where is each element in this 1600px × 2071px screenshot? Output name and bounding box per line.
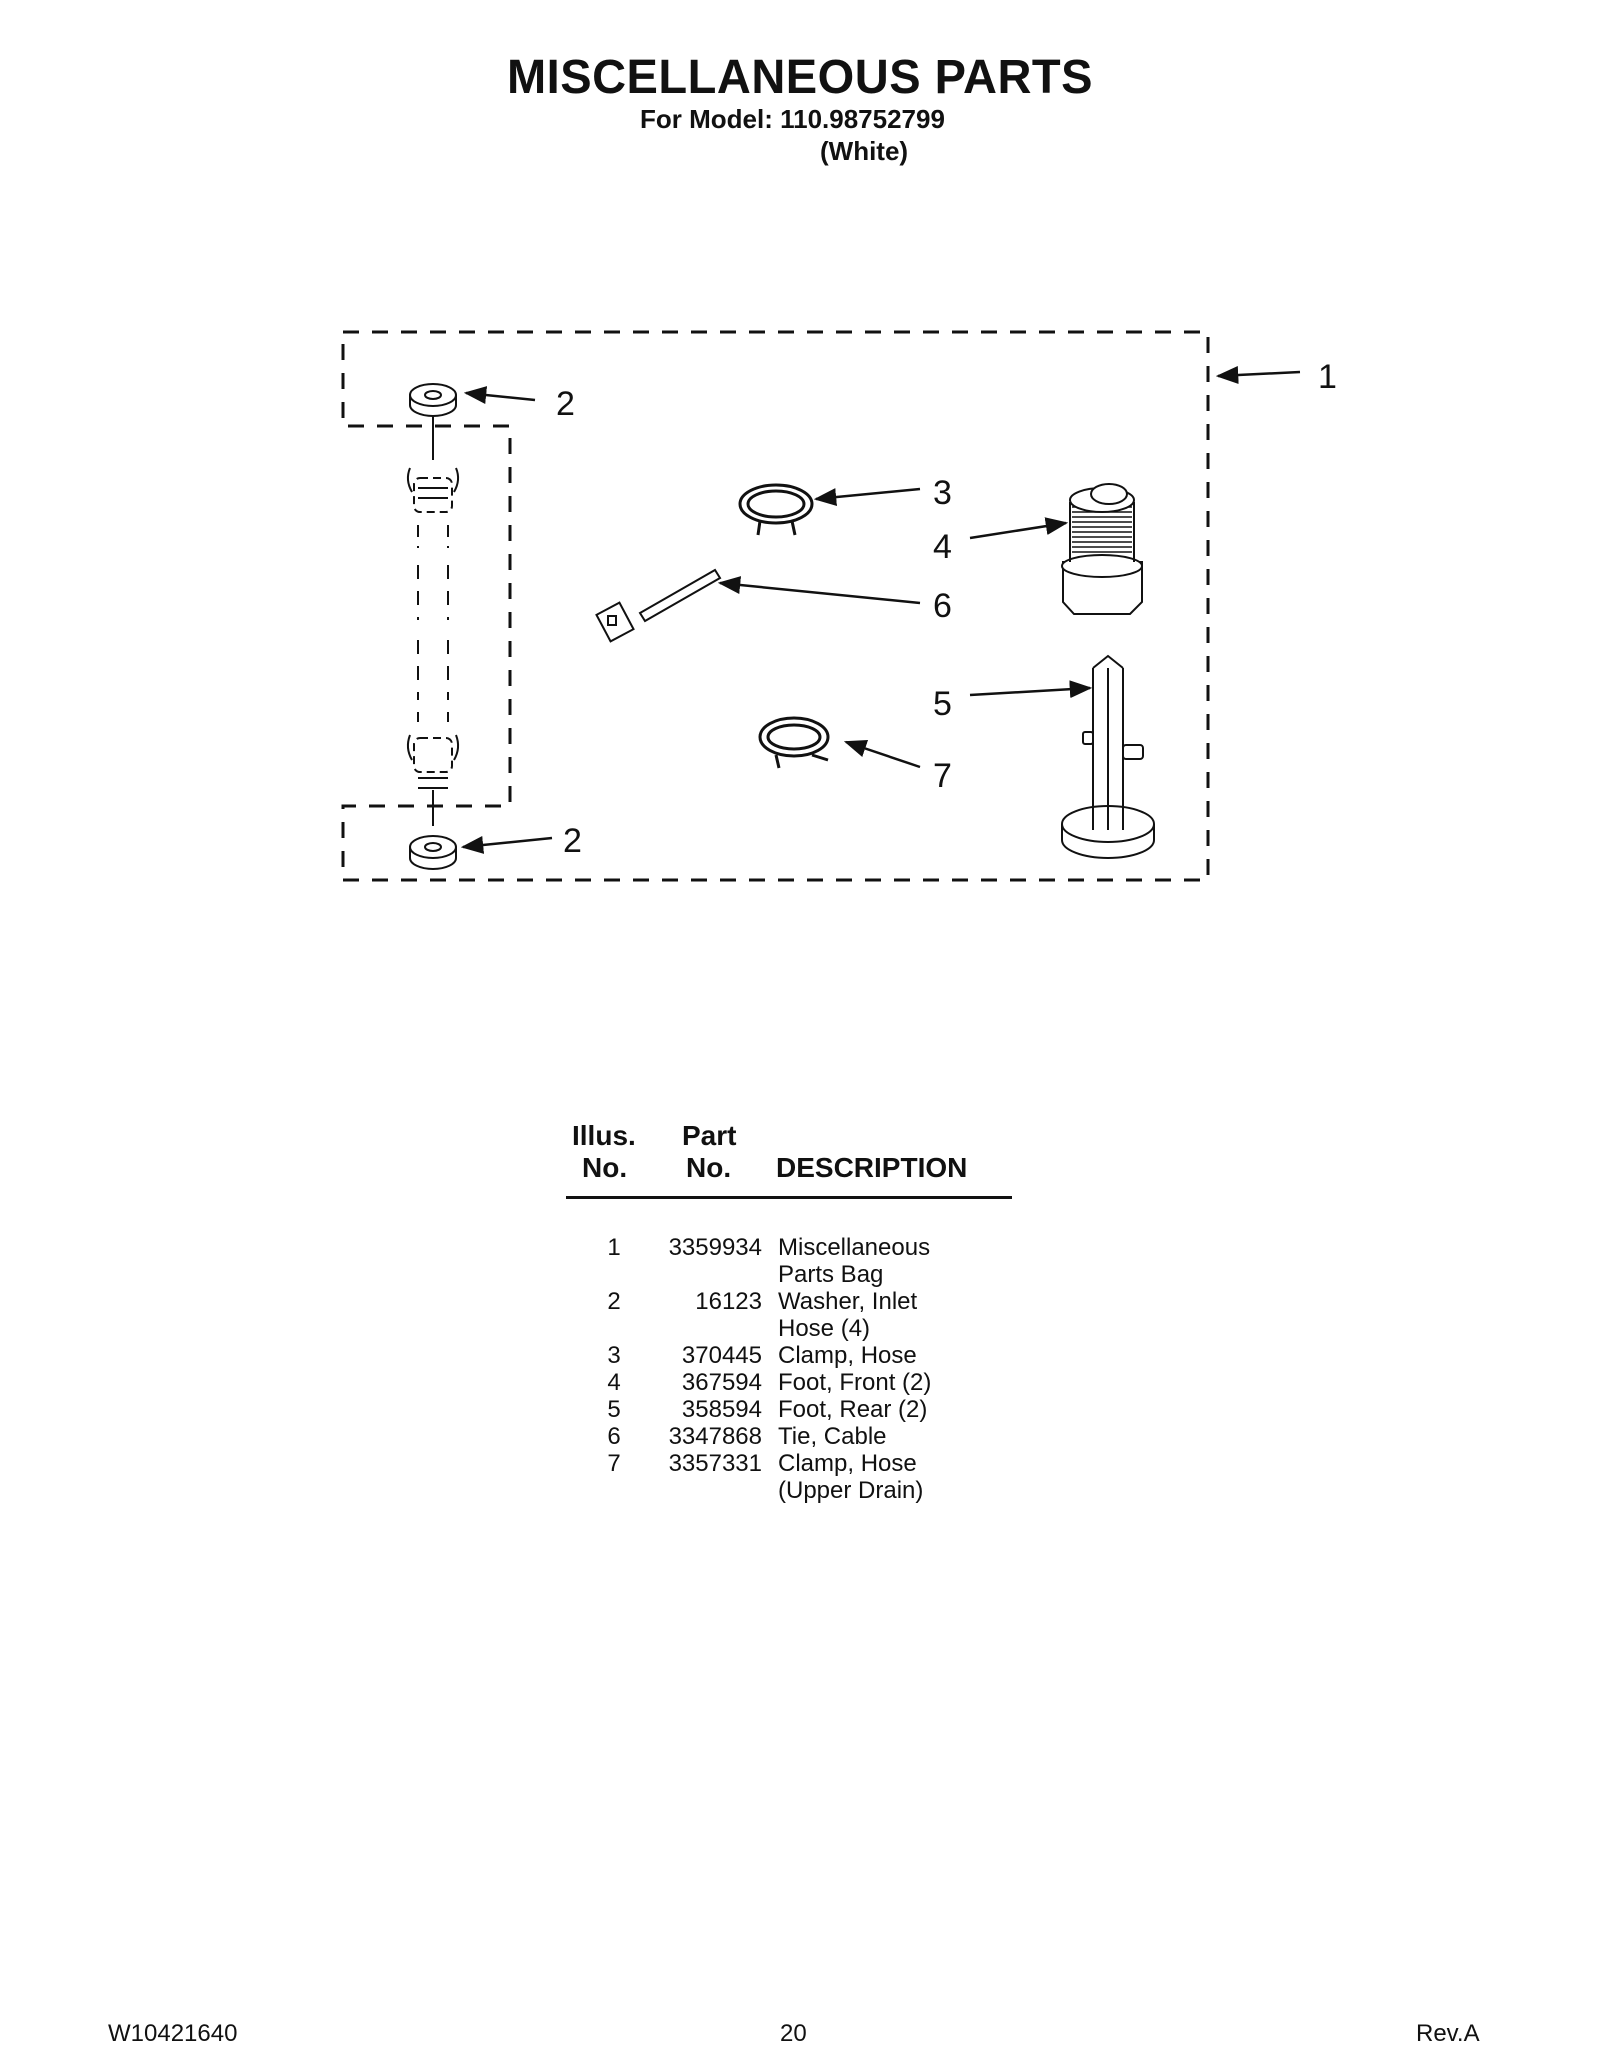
table-row: 7 3357331 Clamp, Hose (Upper Drain): [566, 1450, 1008, 1504]
part-description: Miscellaneous Parts Bag: [762, 1234, 1008, 1288]
inlet-hose: [406, 415, 460, 826]
part-no: 3347868: [668, 1423, 762, 1450]
illus-no: 2: [607, 1288, 621, 1315]
illus-no: 7: [607, 1450, 621, 1477]
illus-no: 6: [607, 1423, 621, 1450]
callout-7: 7: [933, 757, 952, 795]
upper-drain-clamp-icon: [758, 716, 830, 769]
illus-no: 4: [607, 1369, 621, 1396]
illus-no: 5: [607, 1396, 621, 1423]
header-part-top: Part: [682, 1120, 737, 1151]
part-description: Washer, Inlet Hose (4): [762, 1288, 1008, 1342]
exploded-parts-diagram: 1 2 3 4 6 5 7 2: [341, 330, 1337, 882]
description-line: Clamp, Hose: [778, 1450, 917, 1477]
model-number: For Model: 110.98752799: [640, 104, 945, 134]
part-no: 367594: [681, 1369, 762, 1396]
description-line: Parts Bag: [778, 1261, 884, 1288]
callout-2-bottom: 2: [563, 822, 582, 860]
part-no: 370445: [681, 1342, 762, 1369]
hose-clamp-icon: [738, 483, 814, 536]
part-description: Clamp, Hose (Upper Drain): [762, 1450, 1008, 1504]
table-row: 1 3359934 Miscellaneous Parts Bag: [566, 1234, 1008, 1288]
part-no: 16123: [695, 1288, 762, 1315]
parts-table: 1 3359934 Miscellaneous Parts Bag 2 1612…: [566, 1234, 1008, 1504]
header-description: DESCRIPTION: [776, 1152, 968, 1183]
table-row: 3 370445 Clamp, Hose: [566, 1342, 1008, 1369]
part-description: Foot, Front (2): [762, 1369, 1008, 1396]
part-description: Tie, Cable: [762, 1423, 1008, 1450]
revision: Rev.A: [1416, 2020, 1480, 2047]
callout-1: 1: [1318, 358, 1337, 396]
table-row: 4 367594 Foot, Front (2): [566, 1369, 1008, 1396]
document-number: W10421640: [108, 2020, 238, 2047]
description-line: Clamp, Hose: [778, 1342, 917, 1369]
description-line: Hose (4): [778, 1315, 871, 1342]
header-rule: [566, 1196, 1012, 1199]
front-foot-icon: [1061, 483, 1143, 615]
illus-no: 3: [607, 1342, 621, 1369]
description-line: (Upper Drain): [778, 1477, 924, 1504]
kit-boundary: [341, 330, 1210, 882]
table-row: 2 16123 Washer, Inlet Hose (4): [566, 1288, 1008, 1342]
header-illus-top: Illus.: [572, 1120, 636, 1151]
rear-foot-icon: [1061, 654, 1155, 859]
inlet-hose-washer-top-icon: [409, 383, 457, 417]
inlet-hose-washer-bottom-icon: [409, 835, 457, 870]
cable-tie-icon: [595, 568, 722, 643]
page-number: 20: [780, 2020, 807, 2047]
page-title: MISCELLANEOUS PARTS: [506, 51, 1094, 104]
callout-3: 3: [933, 474, 952, 512]
part-description: Foot, Rear (2): [762, 1396, 1008, 1423]
description-line: Washer, Inlet: [778, 1288, 918, 1315]
callout-6: 6: [933, 587, 952, 625]
part-no: 358594: [681, 1396, 762, 1423]
callout-2-top: 2: [556, 385, 575, 423]
description-line: Foot, Rear (2): [778, 1396, 928, 1423]
model-color: (White): [820, 136, 909, 166]
description-line: Foot, Front (2): [778, 1369, 932, 1396]
callout-leaders: [460, 366, 1301, 854]
illus-no: 1: [607, 1234, 621, 1261]
part-no: 3359934: [668, 1234, 762, 1261]
part-no: 3357331: [668, 1450, 762, 1477]
description-line: Miscellaneous: [778, 1234, 931, 1261]
callout-4: 4: [933, 528, 952, 566]
part-description: Clamp, Hose: [762, 1342, 1008, 1369]
table-row: 5 358594 Foot, Rear (2): [566, 1396, 1008, 1423]
description-line: Tie, Cable: [778, 1423, 887, 1450]
table-row: 6 3347868 Tie, Cable: [566, 1423, 1008, 1450]
callout-5: 5: [933, 685, 952, 723]
header-illus-bottom: No.: [582, 1152, 628, 1183]
header-part-bottom: No.: [686, 1152, 732, 1183]
